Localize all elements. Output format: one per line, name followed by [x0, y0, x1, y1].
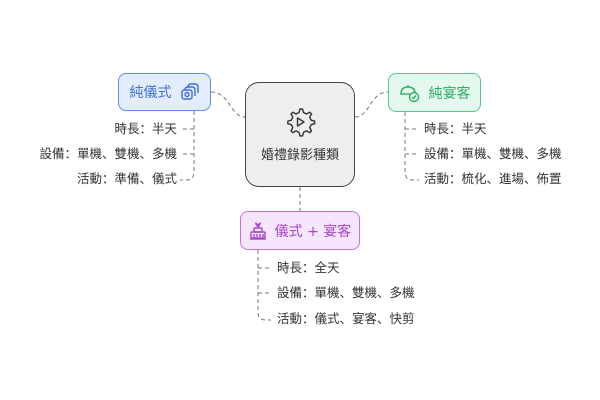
leaf-equipment: 設備：單機、雙機、多機: [277, 285, 415, 300]
cloche-check-icon: [399, 84, 419, 102]
leaf-duration: 時長：半天: [424, 121, 487, 136]
leaf-equipment: 設備：單機、雙機、多機: [39, 146, 177, 161]
branch-label: 純宴客: [428, 85, 471, 102]
central-node[interactable]: 婚禮錄影種類: [245, 82, 355, 187]
leaf-activities: 活動：準備、儀式: [76, 171, 177, 186]
branch-ceremony-and-reception[interactable]: 儀式 + 宴客: [240, 211, 360, 250]
wedding-cake-icon: [249, 222, 266, 240]
leaf-activities: 活動：梳化、進場、佈置: [424, 171, 562, 186]
camera-stack-icon: [180, 83, 199, 100]
branch-reception-only[interactable]: 純宴客: [388, 73, 481, 112]
branch-label: 儀式 + 宴客: [274, 223, 352, 240]
leaf-activities: 活動：儀式、宴客、快剪: [277, 311, 415, 326]
leaf-duration: 時長：半天: [114, 121, 177, 136]
branch-label: 純儀式: [129, 85, 172, 101]
central-title: 婚禮錄影種類: [260, 148, 339, 163]
leaf-equipment: 設備：單機、雙機、多機: [424, 146, 562, 161]
branch-ceremony-only[interactable]: 純儀式: [118, 73, 211, 111]
gear-play-icon: [287, 108, 316, 137]
leaf-duration: 時長：全天: [277, 260, 340, 275]
